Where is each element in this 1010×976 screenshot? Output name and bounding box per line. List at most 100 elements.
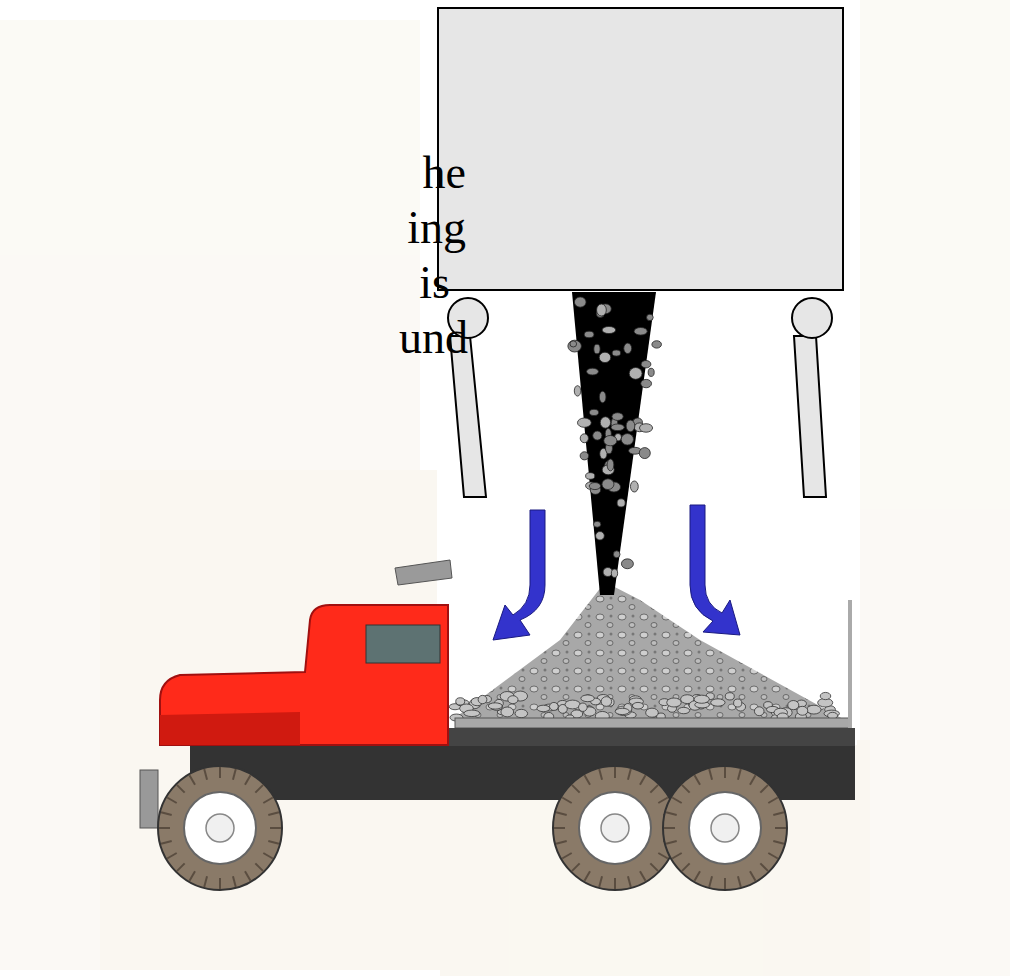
tire-tread (682, 785, 690, 793)
gravel-stone (797, 706, 808, 715)
gravel-stone (464, 710, 480, 716)
tire-tread (650, 785, 658, 793)
cropped-text-line: he (423, 150, 466, 196)
gravel-stone (647, 314, 654, 320)
tire-tread (270, 827, 281, 829)
tire-tread (190, 775, 196, 785)
cropped-text-line: und (399, 315, 468, 361)
tire-tread (554, 827, 565, 829)
tire-tread (614, 767, 616, 778)
gravel-stone (584, 331, 594, 338)
tire-tread (709, 876, 712, 887)
wheel-hub (689, 792, 761, 864)
tire-tread (628, 769, 631, 780)
tire-tread (658, 798, 668, 804)
tire-tread (768, 853, 778, 859)
gravel-stone (611, 424, 624, 431)
tire-tread (585, 871, 591, 881)
gravel-stone (550, 702, 559, 710)
tire-tread (750, 871, 756, 881)
tire-tread (245, 775, 251, 785)
gravel-stone (641, 361, 651, 368)
gravel-stone (478, 695, 487, 703)
gravel-stone (607, 459, 614, 471)
gravel-stone (488, 703, 502, 709)
gravel-stone (599, 352, 610, 362)
gravel-stone (634, 327, 647, 335)
tire-tread (672, 853, 682, 859)
tire-tread (750, 775, 756, 785)
bed-frame (440, 728, 855, 746)
gravel-stone (820, 692, 831, 699)
tire-tread (760, 785, 768, 793)
gravel-stone (621, 434, 633, 445)
tire-tread (177, 785, 185, 793)
gravel-stone (788, 701, 799, 710)
gravel-stone (624, 343, 632, 353)
tire (158, 766, 282, 890)
tire-tread (599, 769, 602, 780)
tire-tread (268, 812, 279, 815)
tire-tread (658, 853, 668, 859)
tire-tread (219, 878, 221, 889)
gravel-stone (597, 304, 607, 316)
tire-tread (556, 812, 567, 815)
hopper-box (438, 8, 843, 290)
gravel-stone (617, 499, 625, 507)
tire-tread (724, 878, 726, 889)
tire-tread (268, 841, 279, 844)
gravel-stone (600, 417, 610, 428)
stream-stones (568, 297, 662, 577)
tire-tread (666, 841, 677, 844)
tire-tread (695, 775, 701, 785)
tire-tread (664, 827, 675, 829)
gravel-stone (807, 705, 821, 714)
gravel-stone (601, 697, 611, 707)
gravel-stone (694, 695, 709, 703)
gravel-stone (639, 448, 650, 459)
tire-tread (773, 841, 784, 844)
tire-tread (768, 798, 778, 804)
tire-tread (585, 775, 591, 785)
tire-tread (263, 798, 273, 804)
tire-tread (233, 876, 236, 887)
gravel-stone (725, 693, 734, 700)
gravel-stone (641, 379, 652, 387)
gravel-stone (615, 708, 629, 714)
truck-bed (455, 718, 850, 728)
gravel-stone (593, 431, 602, 440)
tire (553, 766, 677, 890)
tire-tread (167, 853, 177, 859)
truck-wheels (158, 766, 787, 890)
tire-tread (724, 767, 726, 778)
gravel-stone (602, 479, 614, 490)
gravel-stone (646, 708, 659, 717)
cab-window (366, 625, 440, 663)
gravel-stone (565, 700, 580, 709)
gravel-stone (589, 483, 600, 490)
tire-tread (233, 769, 236, 780)
tire-tread (628, 876, 631, 887)
tire-tread (773, 812, 784, 815)
gravel-stone (581, 695, 594, 702)
tire-tread (190, 871, 196, 881)
tire-tread (760, 863, 768, 871)
gravel-stone (667, 698, 681, 707)
gravel-stone (594, 344, 600, 354)
hub-cap (206, 814, 234, 842)
tire-tread (695, 871, 701, 881)
gravel-stone (574, 297, 586, 307)
cropped-text-line: is (419, 260, 450, 306)
gravel-stone (612, 350, 621, 356)
tire-tread (167, 798, 177, 804)
gravel-stone (501, 707, 514, 717)
gravel-stone (577, 418, 591, 427)
gravel-stone (537, 705, 550, 711)
cab-shade (160, 712, 300, 745)
tire-tread (161, 812, 172, 815)
tire-tread (161, 841, 172, 844)
tire-tread (204, 876, 207, 887)
truck-cab (160, 605, 448, 745)
